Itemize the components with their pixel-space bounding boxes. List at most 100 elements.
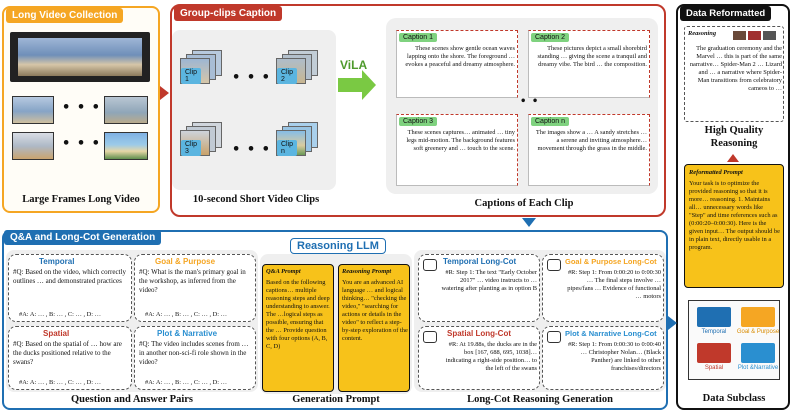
thumb-icon bbox=[763, 31, 776, 40]
prompt-title: Q&A Prompt bbox=[266, 268, 301, 275]
caption-text: These scenes captures… animated … tiny l… bbox=[406, 129, 515, 152]
clip-label: Clip 3 bbox=[181, 140, 202, 156]
hq-label: High Quality Reasoning bbox=[704, 125, 764, 149]
longcot-card: Plot & Narrative Long-Cot #R: Step 1: Fr… bbox=[542, 326, 664, 390]
arrow-down-icon bbox=[522, 218, 536, 227]
dots-icon: • • bbox=[520, 96, 540, 107]
film-strip bbox=[10, 32, 150, 82]
longcot-card: Goal & Purpose Long-Cot #R: Step 1: From… bbox=[542, 254, 664, 322]
vila-arrow-icon bbox=[338, 78, 364, 92]
dots-icon: • • • bbox=[232, 70, 271, 85]
folder-icon bbox=[697, 343, 731, 363]
thumb-icon bbox=[748, 31, 761, 40]
frame-thumb-4 bbox=[104, 132, 148, 160]
robot-icon bbox=[547, 331, 561, 343]
subclass-label: Goal & Purpose bbox=[736, 329, 780, 335]
arrow-right-icon bbox=[160, 86, 169, 100]
subclass-label: Plot &Narrative bbox=[737, 365, 779, 371]
clips-label: 10-second Short Video Clips bbox=[192, 194, 320, 205]
subclass-label: Temporal bbox=[701, 329, 727, 335]
answer-text: #A: A: … , B: … , C: … , D: … bbox=[19, 311, 102, 318]
hq-reasoning-card: Reasoning The graduation ceremony and th… bbox=[684, 26, 784, 122]
frame-thumb-3 bbox=[12, 132, 54, 160]
longcot-title: Temporal Long-Cot bbox=[443, 257, 517, 266]
prompt-text: Based on the following captions… multipl… bbox=[266, 279, 330, 350]
vila-arrow-icon bbox=[362, 70, 376, 100]
caption-text: The images show a … A sandy stretches … … bbox=[535, 129, 647, 152]
reasoning-tag: Reasoning bbox=[688, 30, 717, 37]
arrow-right-icon bbox=[668, 316, 677, 330]
captions-label: Captions of Each Clip bbox=[474, 198, 574, 209]
question-card: Goal & Purpose #Q: What is the man's pri… bbox=[134, 254, 256, 322]
longcot-title: Goal & Purpose Long-Cot bbox=[565, 257, 657, 266]
reformatted-prompt-title: Reformatted Prompt bbox=[689, 169, 743, 176]
qa-title: Q&A and Long-Cot Generation bbox=[4, 230, 162, 245]
subclass-title: Data Subclass bbox=[702, 393, 766, 404]
longcot-title: Plot & Narrative Long-Cot bbox=[565, 329, 657, 338]
answer-text: #A: A: … , B: … , C: … , D: … bbox=[19, 379, 102, 386]
reformatted-prompt-text: Your task is to optimize the provided re… bbox=[689, 180, 780, 251]
vila-label: ViLA bbox=[340, 58, 368, 72]
question-card: Spatial #Q: Based on the spatial of … ho… bbox=[8, 326, 132, 390]
robot-icon bbox=[423, 259, 437, 271]
question-card: Plot & Narrative #Q: The video includes … bbox=[134, 326, 256, 390]
caption-title: Caption 3 bbox=[399, 117, 437, 126]
question-title: Temporal bbox=[39, 257, 75, 266]
question-text: #Q: The video includes scenes from … in … bbox=[139, 340, 249, 366]
caption-text: These pictures depict a small shorebird … bbox=[537, 45, 647, 68]
clip-label: Clip 2 bbox=[277, 68, 298, 84]
reasoning-prompt-card: Reasoning Prompt You are an advanced AI … bbox=[338, 264, 410, 392]
longcot-text: #R: Step 1: From 0:00:20 to 0:00:30 … Th… bbox=[567, 269, 661, 300]
caption-card: Caption 2 These pictures depict a small … bbox=[528, 30, 650, 98]
long-video-label: Large Frames Long Video bbox=[22, 194, 140, 205]
longcot-label: Long-Cot Reasoning Generation bbox=[467, 394, 613, 405]
question-text: #Q: Based on the video, which correctly … bbox=[13, 268, 126, 285]
question-title: Goal & Purpose bbox=[155, 257, 216, 266]
longcot-card: Spatial Long-Cot #R: At 19.88s, the duck… bbox=[418, 326, 540, 390]
question-title: Plot & Narrative bbox=[157, 329, 218, 338]
subclass-card: Temporal Goal & Purpose Spatial Plot &Na… bbox=[688, 300, 780, 380]
question-text: #Q: Based on the spatial of … how are th… bbox=[13, 340, 122, 366]
group-clips-title: Group-clips Caption bbox=[174, 6, 283, 21]
caption-text: These scenes show gentle ocean waves lap… bbox=[405, 45, 515, 68]
clip-label: Clip 1 bbox=[181, 68, 202, 84]
caption-card: Caption n The images show a … A sandy st… bbox=[528, 114, 650, 186]
question-title: Spatial bbox=[43, 329, 70, 338]
folder-icon bbox=[741, 343, 775, 363]
clip-label: Clip n bbox=[277, 140, 298, 156]
thumb-icon bbox=[733, 31, 746, 40]
longcot-text: #R: At 19.88s, the ducks are in the box … bbox=[445, 341, 537, 372]
folder-icon bbox=[697, 307, 731, 327]
arrow-up-icon bbox=[727, 154, 739, 162]
answer-text: #A: A: … , B: … , C: … , D: … bbox=[145, 379, 228, 386]
reformatted-prompt-card: Reformatted Prompt Your task is to optim… bbox=[684, 164, 784, 288]
robot-icon bbox=[547, 259, 561, 271]
long-video-title: Long Video Collection bbox=[6, 8, 124, 23]
prompt-text: You are an advanced AI language … and lo… bbox=[342, 279, 408, 342]
subclass-label: Spatial bbox=[704, 365, 724, 371]
caption-title: Caption 2 bbox=[531, 33, 569, 42]
dots-icon: • • • bbox=[232, 142, 271, 157]
prompt-title: Reasoning Prompt bbox=[342, 268, 392, 275]
caption-card: Caption 3 These scenes captures… animate… bbox=[396, 114, 518, 186]
reasoning-llm-label: Reasoning LLM bbox=[290, 238, 386, 254]
robot-icon bbox=[423, 331, 437, 343]
gen-prompt-label: Generation Prompt bbox=[292, 394, 380, 405]
answer-text: #A: A: … , B: … , C: … , D: … bbox=[145, 311, 228, 318]
hq-text: The graduation ceremony and the Marvel …… bbox=[689, 45, 782, 92]
longcot-title: Spatial Long-Cot bbox=[447, 329, 511, 338]
longcot-text: #R: Step 1: From 0:00:30 to 0:00:40 … Ch… bbox=[567, 341, 661, 372]
caption-title: Caption n bbox=[531, 117, 569, 126]
data-reformatted-title: Data Reformatted bbox=[680, 6, 772, 21]
dots-icon: • • • bbox=[62, 136, 101, 151]
qa-pairs-label: Question and Answer Pairs bbox=[70, 394, 194, 405]
caption-card: Caption 1 These scenes show gentle ocean… bbox=[396, 30, 518, 98]
caption-title: Caption 1 bbox=[399, 33, 437, 42]
frame-thumb-2 bbox=[104, 96, 148, 124]
qa-prompt-card: Q&A Prompt Based on the following captio… bbox=[262, 264, 334, 392]
question-text: #Q: What is the man's primary goal in th… bbox=[139, 268, 246, 294]
frame-thumb-1 bbox=[12, 96, 54, 124]
longcot-text: #R: Step 1: The text "Early October 2017… bbox=[441, 269, 537, 292]
question-card: Temporal #Q: Based on the video, which c… bbox=[8, 254, 132, 322]
folder-icon bbox=[741, 307, 775, 327]
